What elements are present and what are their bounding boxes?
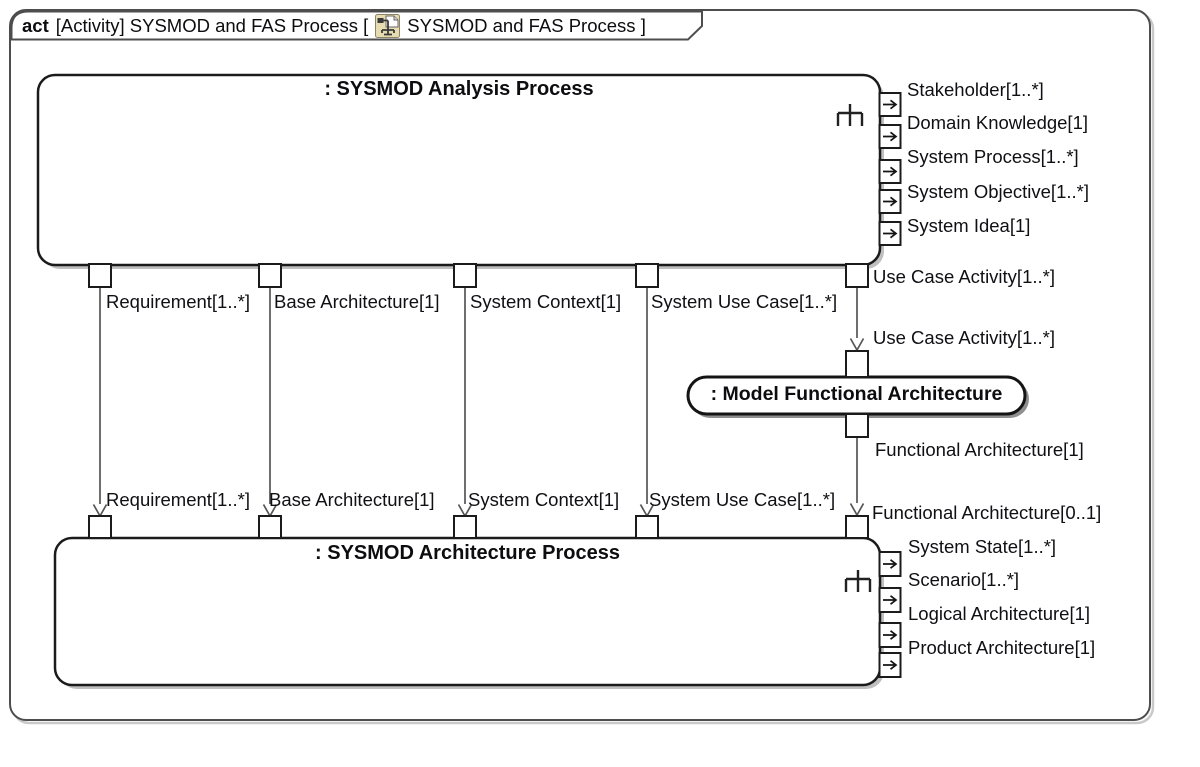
pin-label-system-process: System Process[1..*] xyxy=(907,146,1079,167)
pin-label-logical-architecture: Logical Architecture[1] xyxy=(908,603,1091,624)
flow-label-system-context-top: System Context[1] xyxy=(470,291,622,312)
activity-diagram-icon xyxy=(375,14,401,38)
flow-label-base-architecture-bottom: Base Architecture[1] xyxy=(269,489,435,510)
frame-title-tab xyxy=(10,10,703,41)
frame-tab-diagram-name: SYSMOD and FAS Process ] xyxy=(407,15,646,36)
architecture-process-title: : SYSMOD Architecture Process xyxy=(315,542,620,564)
rake-icon xyxy=(844,570,872,592)
flow-label-requirement-bottom: Requirement[1..*] xyxy=(106,489,250,510)
analysis-bottom-pins[interactable] xyxy=(88,263,869,288)
frame-tab-prefix: [Activity] SYSMOD and FAS Process [ xyxy=(55,15,369,36)
pin-label-use-case-activity-in: Use Case Activity[1..*] xyxy=(873,327,1055,348)
flow-label-system-use-case-top: System Use Case[1..*] xyxy=(651,291,838,312)
rake-icon xyxy=(836,104,864,126)
analysis-process-box[interactable] xyxy=(36,73,882,267)
flow-label-requirement-top: Requirement[1..*] xyxy=(106,291,250,312)
pin-arrow-icon xyxy=(883,99,898,239)
pin-label-system-idea: System Idea[1] xyxy=(907,215,1031,236)
analysis-process-title: : SYSMOD Analysis Process xyxy=(324,78,594,100)
pin-label-product-architecture: Product Architecture[1] xyxy=(908,637,1096,658)
pin-arrow-icon xyxy=(883,559,898,670)
pin-label-system-state: System State[1..*] xyxy=(908,536,1057,557)
analysis-output-pins[interactable] xyxy=(878,92,902,246)
mfa-title: : Model Functional Architecture xyxy=(710,383,1003,405)
flow-label-base-architecture-top: Base Architecture[1] xyxy=(274,291,440,312)
architecture-input-pins[interactable] xyxy=(88,515,869,539)
object-flow-edges xyxy=(92,287,865,518)
pin-label-system-objective: System Objective[1..*] xyxy=(907,181,1089,202)
pin-label-stakeholder: Stakeholder[1..*] xyxy=(907,79,1044,100)
mfa-input-pin[interactable] xyxy=(845,350,869,378)
flow-label-system-context-bottom: System Context[1] xyxy=(468,489,620,510)
pin-label-use-case-activity-out: Use Case Activity[1..*] xyxy=(873,266,1055,287)
pin-label-functional-architecture-out: Functional Architecture[1] xyxy=(875,439,1084,460)
pin-label-scenario: Scenario[1..*] xyxy=(908,569,1020,590)
flow-label-system-use-case-bottom: System Use Case[1..*] xyxy=(649,489,836,510)
frame-tab-title: act [Activity] SYSMOD and FAS Process [ … xyxy=(22,14,646,38)
pin-label-functional-architecture-in: Functional Architecture[0..1] xyxy=(872,502,1102,523)
frame-keyword: act xyxy=(22,15,49,36)
pin-label-domain-knowledge: Domain Knowledge[1] xyxy=(907,112,1088,133)
mfa-output-pin[interactable] xyxy=(845,413,869,438)
